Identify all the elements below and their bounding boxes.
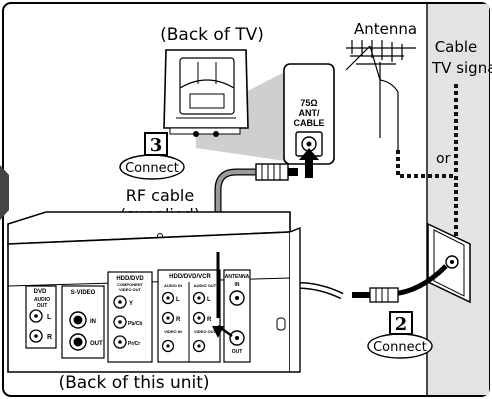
- rf-cable-label: RF cable: [126, 186, 194, 205]
- audio-out-r-label: R: [207, 317, 212, 323]
- component-label: COMPONENT: [117, 282, 144, 287]
- audio-in-l-label: L: [176, 297, 180, 303]
- panel-antenna-label: ANTENNA: [225, 274, 250, 280]
- audio-in-label: AUDIO IN: [164, 283, 182, 288]
- step-3-label: Connect: [125, 161, 179, 176]
- audio-in-r-label: R: [176, 317, 181, 323]
- component-y-label: Y: [129, 301, 133, 307]
- hdd-dvd-vcr-block: HDD/DVD/VCR AUDIO IN AUDIO OUT L L R R V…: [157, 269, 221, 363]
- or-label: or: [436, 151, 451, 167]
- plug-in-arrow-tv: [299, 148, 319, 178]
- cable-label: Cable: [435, 38, 478, 56]
- dvd-label: DVD: [34, 289, 47, 295]
- hdd-dvd-vcr-label: HDD/DVD/VCR: [169, 274, 211, 280]
- component-hdd-dvd-label: HDD/DVD: [116, 276, 144, 282]
- step-2-label: Connect: [373, 340, 427, 355]
- svideo-in-label: IN: [90, 319, 96, 325]
- tv-jack-label-ant: ANT/: [299, 108, 320, 118]
- tv-jack-label-75ohm: 75Ω: [300, 98, 317, 108]
- component-video-out-label: VIDEO OUT: [119, 287, 142, 292]
- tv-back: [163, 49, 249, 137]
- component-pr-label: Pr/Cr: [128, 341, 140, 347]
- antenna: [345, 40, 416, 150]
- antenna-in-label: IN: [235, 282, 240, 288]
- dvd-audio-label: AUDIO: [34, 297, 50, 303]
- component-video-block: HDD/DVD COMPONENT VIDEO OUT Y Pb/Cb Pr/C…: [107, 271, 153, 363]
- video-in-label: VIDEO IN: [164, 329, 182, 334]
- antenna-terminal-block: ANTENNA IN OUT: [223, 269, 251, 363]
- antenna-dotted-line: [396, 150, 458, 236]
- dvd-out-label: OUT: [37, 303, 48, 309]
- audio-out-label: AUDIO OUT: [194, 283, 217, 288]
- step-2-badge: 2 Connect: [367, 311, 433, 359]
- rf-cable: [215, 169, 296, 232]
- rf-cable-plug-top: [255, 163, 289, 181]
- component-pb-label: Pb/Cb: [128, 321, 142, 327]
- back-of-unit-label: (Back of this unit): [58, 373, 209, 393]
- step-3-badge: 3 Connect: [119, 132, 185, 180]
- svideo-label: S-VIDEO: [71, 290, 96, 296]
- tv-signal-label: TV signal: [431, 59, 492, 77]
- dvd-audio-l-label: L: [47, 314, 52, 321]
- back-of-tv-label: (Back of TV): [160, 25, 264, 45]
- audio-out-l-label: L: [207, 297, 211, 303]
- wall-outlet: [427, 222, 471, 304]
- antenna-cable-plug: [369, 287, 399, 303]
- antenna-out-label: OUT: [232, 349, 243, 355]
- left-arrow-marker: [0, 165, 9, 220]
- svideo-out-label: OUT: [90, 341, 103, 347]
- video-out-label: VIDEO OUT: [194, 329, 217, 334]
- svideo-block: S-VIDEO IN OUT: [61, 285, 105, 359]
- step-3-number: 3: [150, 135, 163, 156]
- dvd-audio-out-block: DVD AUDIO OUT L R: [25, 285, 57, 349]
- dvd-audio-r-label: R: [47, 334, 52, 341]
- step-2-number: 2: [395, 314, 408, 335]
- tv-jack-label-cable: CABLE: [294, 118, 325, 128]
- antenna-label: Antenna: [354, 20, 417, 38]
